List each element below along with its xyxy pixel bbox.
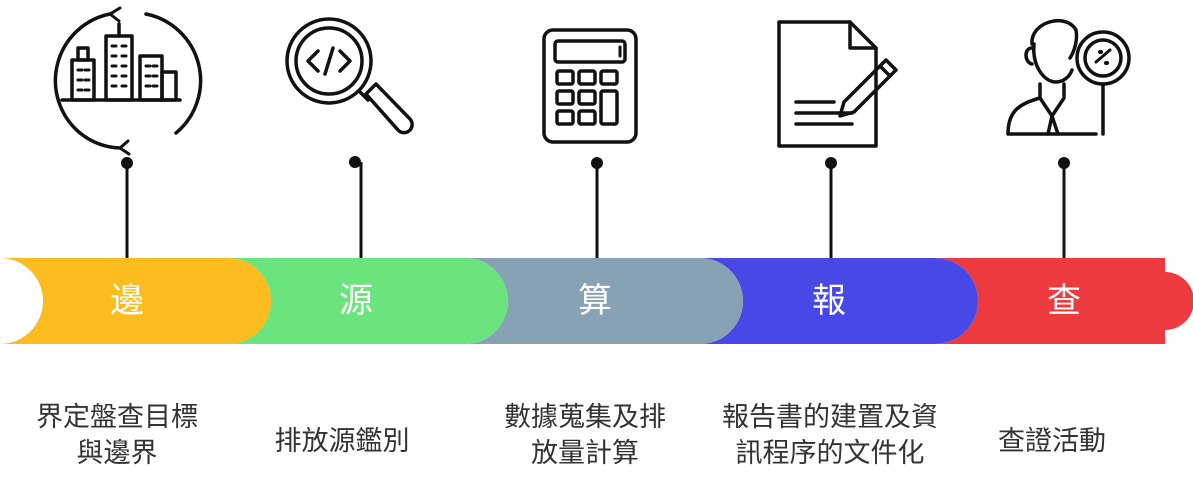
segment-bao	[700, 258, 978, 344]
calculator-icon	[542, 28, 638, 144]
segment-cha	[935, 258, 1193, 344]
connector-4	[825, 157, 837, 258]
code-magnifier-icon	[285, 17, 414, 135]
city-cycle-icon	[53, 6, 203, 156]
step-description-3-line-2: 放量計算	[531, 438, 639, 469]
segment-label-cha: 查	[1047, 281, 1081, 321]
step-description-3: 數據蒐集及排 放量計算	[465, 400, 705, 472]
step-description-5: 查證活動	[932, 424, 1172, 460]
step-description-1-line-1: 界定盤查目標	[36, 402, 198, 433]
segment-yuan	[228, 258, 508, 344]
auditor-icon	[1006, 18, 1131, 136]
segment-label-suan: 算	[578, 281, 612, 321]
step-description-5-line-1: 查證活動	[998, 426, 1106, 457]
connector-5	[1058, 157, 1070, 258]
segment-label-bian: 邊	[110, 281, 144, 321]
segment-label-yuan: 源	[339, 281, 373, 321]
segment-suan	[465, 258, 743, 344]
puzzle-band	[0, 258, 1193, 344]
step-description-1: 界定盤查目標 與邊界	[0, 400, 237, 472]
step-description-4-line-1: 報告書的建置及資	[722, 402, 938, 433]
step-description-1-line-2: 與邊界	[76, 438, 158, 469]
step-description-2: 排放源鑑別	[222, 424, 462, 460]
segment-bian	[0, 258, 271, 344]
connector-3	[591, 157, 603, 258]
connector-1	[121, 157, 133, 258]
segment-label-bao: 報	[812, 281, 846, 321]
step-description-2-line-1: 排放源鑑別	[274, 426, 410, 457]
document-pen-icon	[777, 20, 898, 148]
step-description-4-line-2: 訊程序的文件化	[735, 438, 925, 469]
step-description-3-line-1: 數據蒐集及排	[504, 402, 666, 433]
connectors	[121, 156, 1070, 258]
connector-2	[349, 156, 363, 258]
step-description-4: 報告書的建置及資 訊程序的文件化	[705, 400, 955, 472]
